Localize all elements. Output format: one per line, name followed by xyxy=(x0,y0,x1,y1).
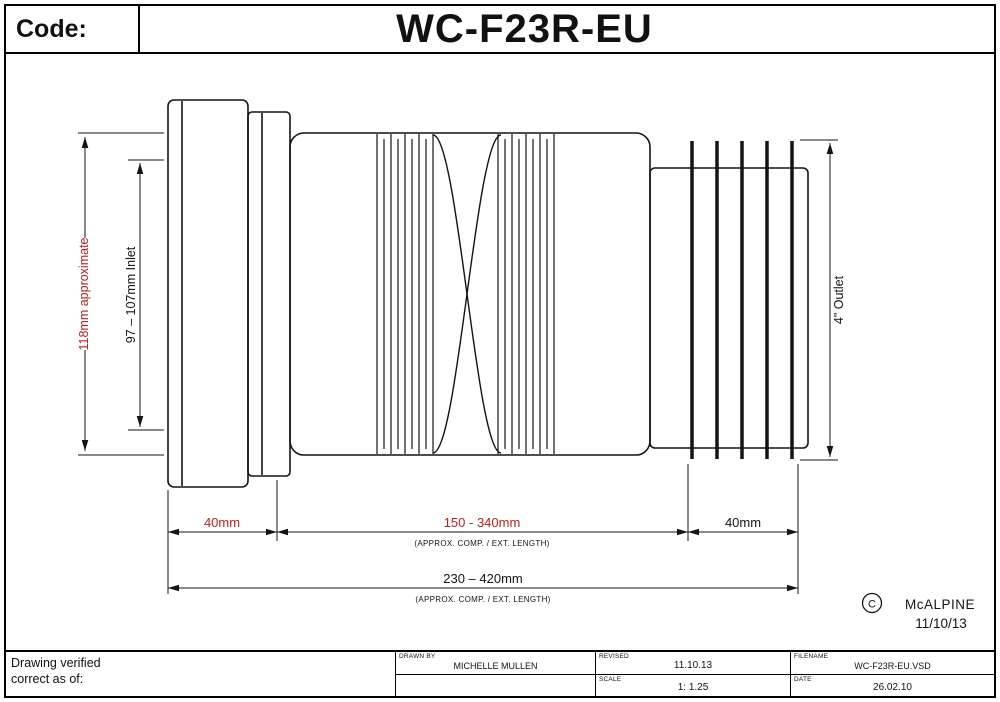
dim-flex-length-label: 150 - 340mm xyxy=(444,515,521,530)
verification-note: Drawing verified correct as of: xyxy=(6,652,395,696)
code-cell: Code: xyxy=(6,6,140,52)
title-bar: Code: WC-F23R-EU xyxy=(6,6,994,54)
corrugated-section xyxy=(376,134,555,454)
dim-overall-height-label: 118mm approximate xyxy=(77,237,91,350)
drawn-by-label: DRAWN BY xyxy=(399,653,436,660)
revised-value: 11.10.13 xyxy=(673,660,713,671)
filename-value: WC-F23R-EU.VSD xyxy=(854,661,931,671)
brand-date: 11/10/13 xyxy=(915,616,967,631)
inlet-flange xyxy=(167,99,249,488)
cell-drawn-by: DRAWN BY MICHELLE MULLEN xyxy=(395,652,595,674)
date-label: DATE xyxy=(794,676,812,683)
drawing-title: WC-F23R-EU xyxy=(396,6,653,51)
drawn-by-value: MICHELLE MULLEN xyxy=(453,661,538,671)
verification-note-line1: Drawing verified xyxy=(11,656,101,670)
dim-total-length-label: 230 – 420mm xyxy=(443,571,523,586)
cell-filename: FILENAME WC-F23R-EU.VSD xyxy=(790,652,994,674)
copyright-icon xyxy=(861,592,883,614)
drawing-title-cell: WC-F23R-EU xyxy=(140,6,909,52)
cell-revised: REVISED 11.10.13 xyxy=(595,652,790,674)
cell-empty xyxy=(395,674,595,696)
title-block-table: DRAWN BY MICHELLE MULLEN REVISED 11.10.1… xyxy=(395,652,994,696)
dim-total-length-note: (APPROX. COMP. / EXT. LENGTH) xyxy=(415,595,550,604)
copyright-block: C McALPINE 11/10/13 xyxy=(861,592,975,631)
revised-label: REVISED xyxy=(599,653,629,660)
dim-outlet-label: 4" Outlet xyxy=(832,275,846,324)
dim-outlet-depth-label: 40mm xyxy=(725,515,761,530)
cell-date: DATE 26.02.10 xyxy=(790,674,994,696)
connector-body xyxy=(289,132,651,456)
copyright-letter: C xyxy=(868,599,876,611)
inlet-collar xyxy=(247,111,291,477)
dim-flange-depth-label: 40mm xyxy=(204,515,240,530)
flex-break-curve-2 xyxy=(432,134,502,454)
drawing-sheet: Code: WC-F23R-EU xyxy=(4,4,996,698)
extension-lines xyxy=(78,132,838,594)
cell-scale: SCALE 1: 1.25 xyxy=(595,674,790,696)
brand-name: McALPINE xyxy=(905,597,975,612)
dim-flex-length-note: (APPROX. COMP. / EXT. LENGTH) xyxy=(414,539,549,548)
code-label: Code: xyxy=(16,14,87,43)
filename-label: FILENAME xyxy=(794,653,829,660)
dimension-lines xyxy=(78,132,838,594)
outlet-fins xyxy=(690,141,794,459)
dim-inlet-label: 97 – 107mm Inlet xyxy=(124,246,138,343)
title-block: Drawing verified correct as of: DRAWN BY… xyxy=(6,650,994,696)
date-value: 26.02.10 xyxy=(873,682,912,693)
wc-connector-outline xyxy=(167,99,809,488)
scale-label: SCALE xyxy=(599,676,622,683)
scale-value: 1: 1.25 xyxy=(677,682,709,693)
flex-break-curve-1 xyxy=(432,134,502,454)
verification-note-line2: correct as of: xyxy=(11,672,84,687)
outlet-tube xyxy=(649,167,809,449)
